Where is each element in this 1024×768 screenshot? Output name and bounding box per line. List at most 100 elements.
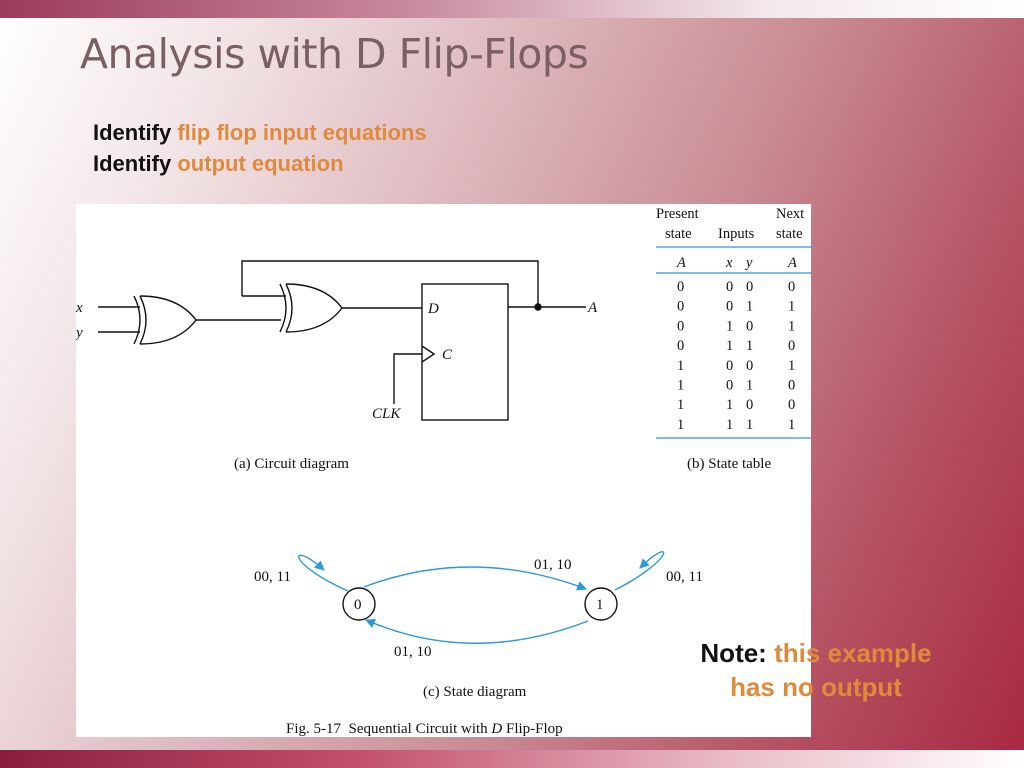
feedback-wire [241,260,539,307]
bottom-accent-bar [0,750,1024,768]
table-cell: 1 [746,338,753,354]
table-cell: 0 [788,397,795,413]
edge-0-to-1 [363,566,587,591]
table-cell: 1 [746,378,753,394]
circuit-caption: (a) Circuit diagram [234,456,349,472]
loop-label-0: 00, 11 [254,569,291,585]
label-y: y [76,325,83,341]
label-c: C [442,347,453,363]
top-accent-bar [0,0,1024,18]
figure-svg: x y D C A CLK (a) Circuit diagram Presen… [76,206,811,737]
clk-wire [393,353,422,404]
textbook-figure: x y D C A CLK (a) Circuit diagram Presen… [76,204,811,737]
table-cell: 1 [788,299,795,315]
table-cell: 1 [746,417,753,433]
edge-label-1-to-0: 01, 10 [394,644,432,660]
junction-dot [534,303,542,311]
figure-caption: Fig. 5-17 Sequential Circuit with D Flip… [286,721,563,737]
note-lead: Note: [700,638,767,668]
header-inputs: Inputs [718,226,755,242]
table-cell: 1 [677,378,684,394]
self-loop-0 [298,554,349,592]
state-diagram: 0 1 00, 11 00, 11 01, 10 01, 10 [254,551,703,660]
table-cell: 1 [677,358,684,374]
state-node-0 [342,587,376,621]
bullet-2: Identify output equation [93,148,427,179]
state-label-1: 1 [596,597,604,613]
table-cell: 1 [788,417,795,433]
slide-title: Analysis with D Flip-Flops [80,30,589,78]
header-next: Next [776,206,804,222]
bullet-1: Identify flip flop input equations [93,117,427,148]
fig-caption-suffix: Flip-Flop [502,721,562,737]
state-node-1 [584,587,618,621]
var-x: x [725,255,733,271]
circuit-diagram [98,260,586,421]
header-state-2: state [776,226,803,242]
note-emphasis-2: has no output [730,672,902,702]
table-cell: 1 [726,338,733,354]
var-next-a: A [787,255,797,271]
table-cell: 1 [677,397,684,413]
note-box: Note: this example has no output [676,636,956,704]
fig-caption-prefix: Fig. 5-17 Sequential Circuit with [286,721,491,737]
table-cell: 0 [726,299,733,315]
label-x: x [76,300,83,316]
fig-caption-var: D [490,721,502,737]
table-cell: 1 [746,299,753,315]
label-d: D [427,301,439,317]
table-cell: 0 [788,279,795,295]
clock-triangle [421,345,436,363]
label-output-a: A [587,300,598,316]
table-cell: 1 [726,397,733,413]
loop-label-1: 00, 11 [666,569,703,585]
note-emphasis-1: this example [774,638,932,668]
table-cell: 1 [788,318,795,334]
table-cell: 0 [788,338,795,354]
xor-gate-2 [279,283,343,333]
table-cell: 0 [726,378,733,394]
bullet-1-lead: Identify [93,120,172,145]
table-cell: 1 [726,417,733,433]
xor-gate-1 [133,295,197,345]
table-cell: 1 [726,318,733,334]
bullet-list: Identify flip flop input equations Ident… [93,117,427,179]
var-a: A [676,255,686,271]
var-y: y [744,255,753,271]
table-cell: 0 [677,318,684,334]
bullet-1-emphasis: flip flop input equations [177,120,427,145]
diagram-caption: (c) State diagram [423,684,527,700]
table-cell: 0 [746,397,753,413]
table-cell: 1 [677,417,684,433]
self-loop-1 [614,551,665,591]
table-cell: 0 [726,358,733,374]
table-cell: 1 [788,358,795,374]
bullet-2-emphasis: output equation [177,151,344,176]
table-cell: 0 [677,279,684,295]
bullet-2-lead: Identify [93,151,172,176]
table-caption: (b) State table [687,456,771,472]
note-line-1: Note: this example [676,636,956,670]
header-present: Present [656,206,699,222]
edge-label-0-to-1: 01, 10 [534,557,572,573]
header-state-1: state [665,226,692,242]
table-cell: 0 [788,378,795,394]
state-label-0: 0 [354,597,362,613]
table-cell: 0 [677,338,684,354]
table-cell: 0 [677,299,684,315]
table-cell: 0 [746,279,753,295]
state-table: Present Next state Inputs state A x y A … [656,206,811,439]
label-clk: CLK [372,406,401,422]
edge-1-to-0 [365,619,589,644]
table-cell: 0 [746,358,753,374]
d-flip-flop [421,283,509,421]
